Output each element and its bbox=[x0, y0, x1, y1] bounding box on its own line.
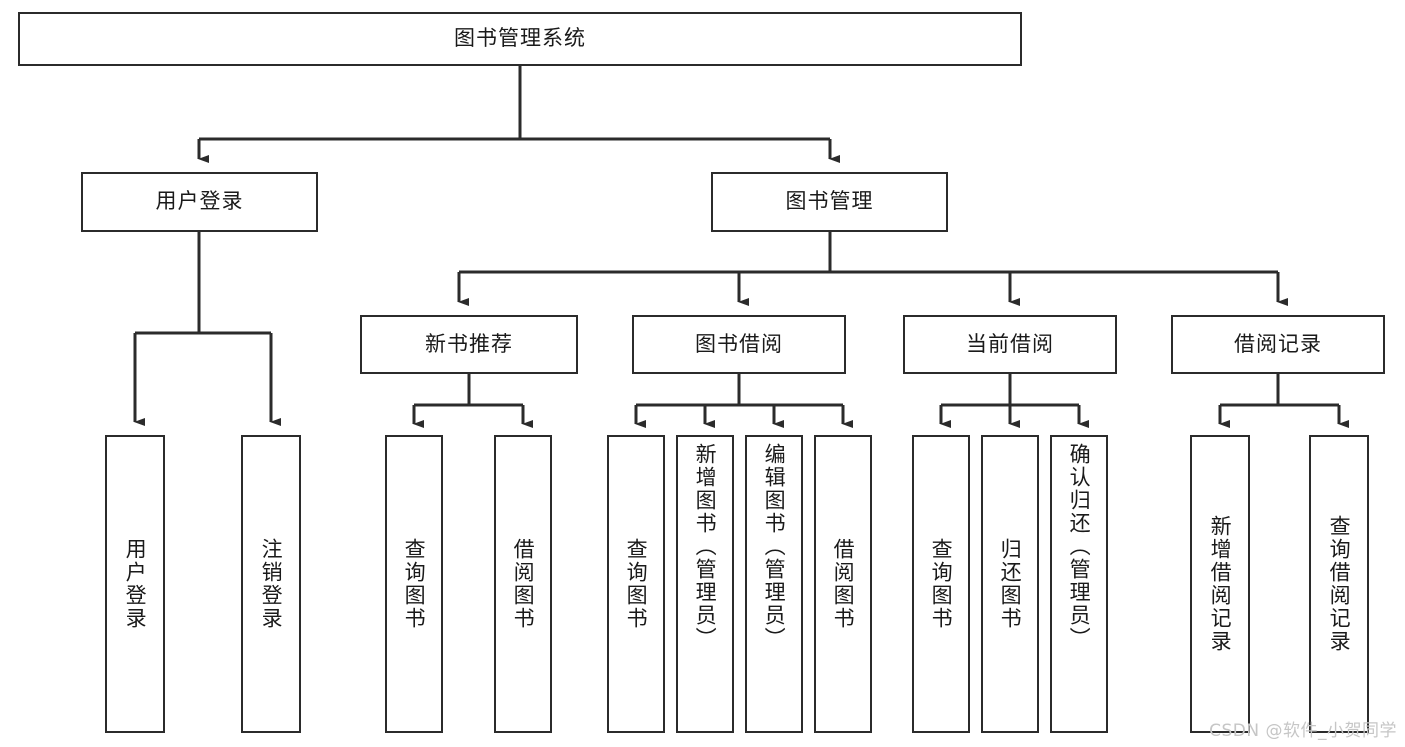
node-current-borrow[interactable]: 当前借阅 bbox=[903, 315, 1117, 374]
leaf-edit-book[interactable]: 编辑图书（管理员） bbox=[745, 435, 803, 733]
node-borrow-record-label: 借阅记录 bbox=[1234, 331, 1322, 356]
leaf-return-book[interactable]: 归还图书 bbox=[981, 435, 1039, 733]
leaf-user-logout-label: 注销登录 bbox=[259, 538, 284, 630]
node-root[interactable]: 图书管理系统 bbox=[18, 12, 1022, 66]
node-new-book-rec[interactable]: 新书推荐 bbox=[360, 315, 578, 374]
leaf-borrow-book-2[interactable]: 借阅图书 bbox=[814, 435, 872, 733]
node-new-book-rec-label: 新书推荐 bbox=[425, 331, 513, 356]
node-book-manage[interactable]: 图书管理 bbox=[711, 172, 948, 232]
csdn-watermark: CSDN @软件_小贺同学 bbox=[1209, 721, 1397, 741]
leaf-confirm-return[interactable]: 确认归还（管理员） bbox=[1050, 435, 1108, 733]
leaf-query-book-1-label: 查询图书 bbox=[402, 538, 427, 630]
leaf-user-login[interactable]: 用户登录 bbox=[105, 435, 165, 733]
node-borrow-record[interactable]: 借阅记录 bbox=[1171, 315, 1385, 374]
leaf-query-book-3-label: 查询图书 bbox=[929, 538, 954, 630]
node-user-login[interactable]: 用户登录 bbox=[81, 172, 318, 232]
leaf-user-login-label: 用户登录 bbox=[123, 538, 148, 630]
leaf-query-book-2-label: 查询图书 bbox=[624, 538, 649, 630]
leaf-add-book[interactable]: 新增图书（管理员） bbox=[676, 435, 734, 733]
leaf-add-book-label: 新增图书（管理员） bbox=[693, 443, 718, 650]
leaf-confirm-return-label: 确认归还（管理员） bbox=[1067, 443, 1092, 650]
leaf-borrow-book-1-label: 借阅图书 bbox=[511, 538, 536, 630]
leaf-query-book-1[interactable]: 查询图书 bbox=[385, 435, 443, 733]
leaf-add-record-label: 新增借阅记录 bbox=[1208, 515, 1233, 653]
leaf-add-record[interactable]: 新增借阅记录 bbox=[1190, 435, 1250, 733]
node-root-label: 图书管理系统 bbox=[454, 26, 586, 51]
node-book-manage-label: 图书管理 bbox=[785, 189, 874, 214]
leaf-return-book-label: 归还图书 bbox=[998, 538, 1023, 630]
node-book-borrow-label: 图书借阅 bbox=[695, 331, 783, 356]
node-current-borrow-label: 当前借阅 bbox=[966, 331, 1054, 356]
leaf-user-logout[interactable]: 注销登录 bbox=[241, 435, 301, 733]
leaf-query-record-label: 查询借阅记录 bbox=[1327, 515, 1352, 653]
node-book-borrow[interactable]: 图书借阅 bbox=[632, 315, 846, 374]
leaf-edit-book-label: 编辑图书（管理员） bbox=[762, 443, 787, 650]
node-user-login-label: 用户登录 bbox=[155, 189, 244, 214]
leaf-borrow-book-2-label: 借阅图书 bbox=[831, 538, 856, 630]
leaf-query-book-3[interactable]: 查询图书 bbox=[912, 435, 970, 733]
leaf-borrow-book-1[interactable]: 借阅图书 bbox=[494, 435, 552, 733]
leaf-query-book-2[interactable]: 查询图书 bbox=[607, 435, 665, 733]
leaf-query-record[interactable]: 查询借阅记录 bbox=[1309, 435, 1369, 733]
